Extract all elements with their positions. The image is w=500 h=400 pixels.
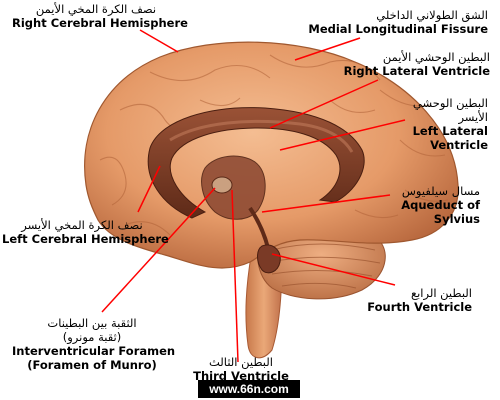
leader-left-ventricle <box>279 119 406 151</box>
ventricle-highlight <box>169 119 354 153</box>
watermark: www.66n.com <box>198 380 300 398</box>
cerebrum <box>84 41 459 269</box>
leader-fourth-ventricle <box>271 253 396 286</box>
third-ventricle-shape <box>201 155 266 220</box>
leader-lines <box>101 29 406 363</box>
label-left-hemisphere: نصف الكرة المخي الأيسر Left Cerebral Hem… <box>2 218 169 246</box>
label-third-ventricle: البطين الثالث Third Ventricle <box>193 355 289 383</box>
leader-foramen <box>101 187 216 313</box>
leader-medial-fissure <box>294 37 361 61</box>
aqueduct-shape <box>248 206 270 249</box>
label-aqueduct: مسال سيلفيوس Aqueduct of Sylvius <box>401 184 480 226</box>
label-medial-fissure: الشق الطولاني الداخلي Medial Longitudina… <box>308 8 488 36</box>
leader-right-hemisphere <box>139 29 179 53</box>
foramen-shape <box>211 176 233 194</box>
label-right-ventricle: البطين الوحشي الأيمن Right Lateral Ventr… <box>343 50 490 78</box>
label-fourth-ventricle: البطين الرابع Fourth Ventricle <box>367 286 472 314</box>
label-left-ventricle: البطين الوحشي الأيسر Left Lateral Ventri… <box>412 96 488 152</box>
leader-left-hemisphere <box>137 165 161 213</box>
cerebellum-folia <box>269 243 381 289</box>
leader-third-ventricle <box>231 189 239 363</box>
fourth-ventricle-shape <box>257 244 281 274</box>
label-right-hemisphere: نصف الكرة المخي الأيمن Right Cerebral He… <box>12 2 188 30</box>
leader-right-ventricle <box>269 79 379 129</box>
label-foramen: الثقبة بين البطينات (ثقبة مونرو) Interve… <box>12 316 176 372</box>
leader-aqueduct <box>261 194 391 213</box>
lateral-ventricles <box>147 107 365 219</box>
